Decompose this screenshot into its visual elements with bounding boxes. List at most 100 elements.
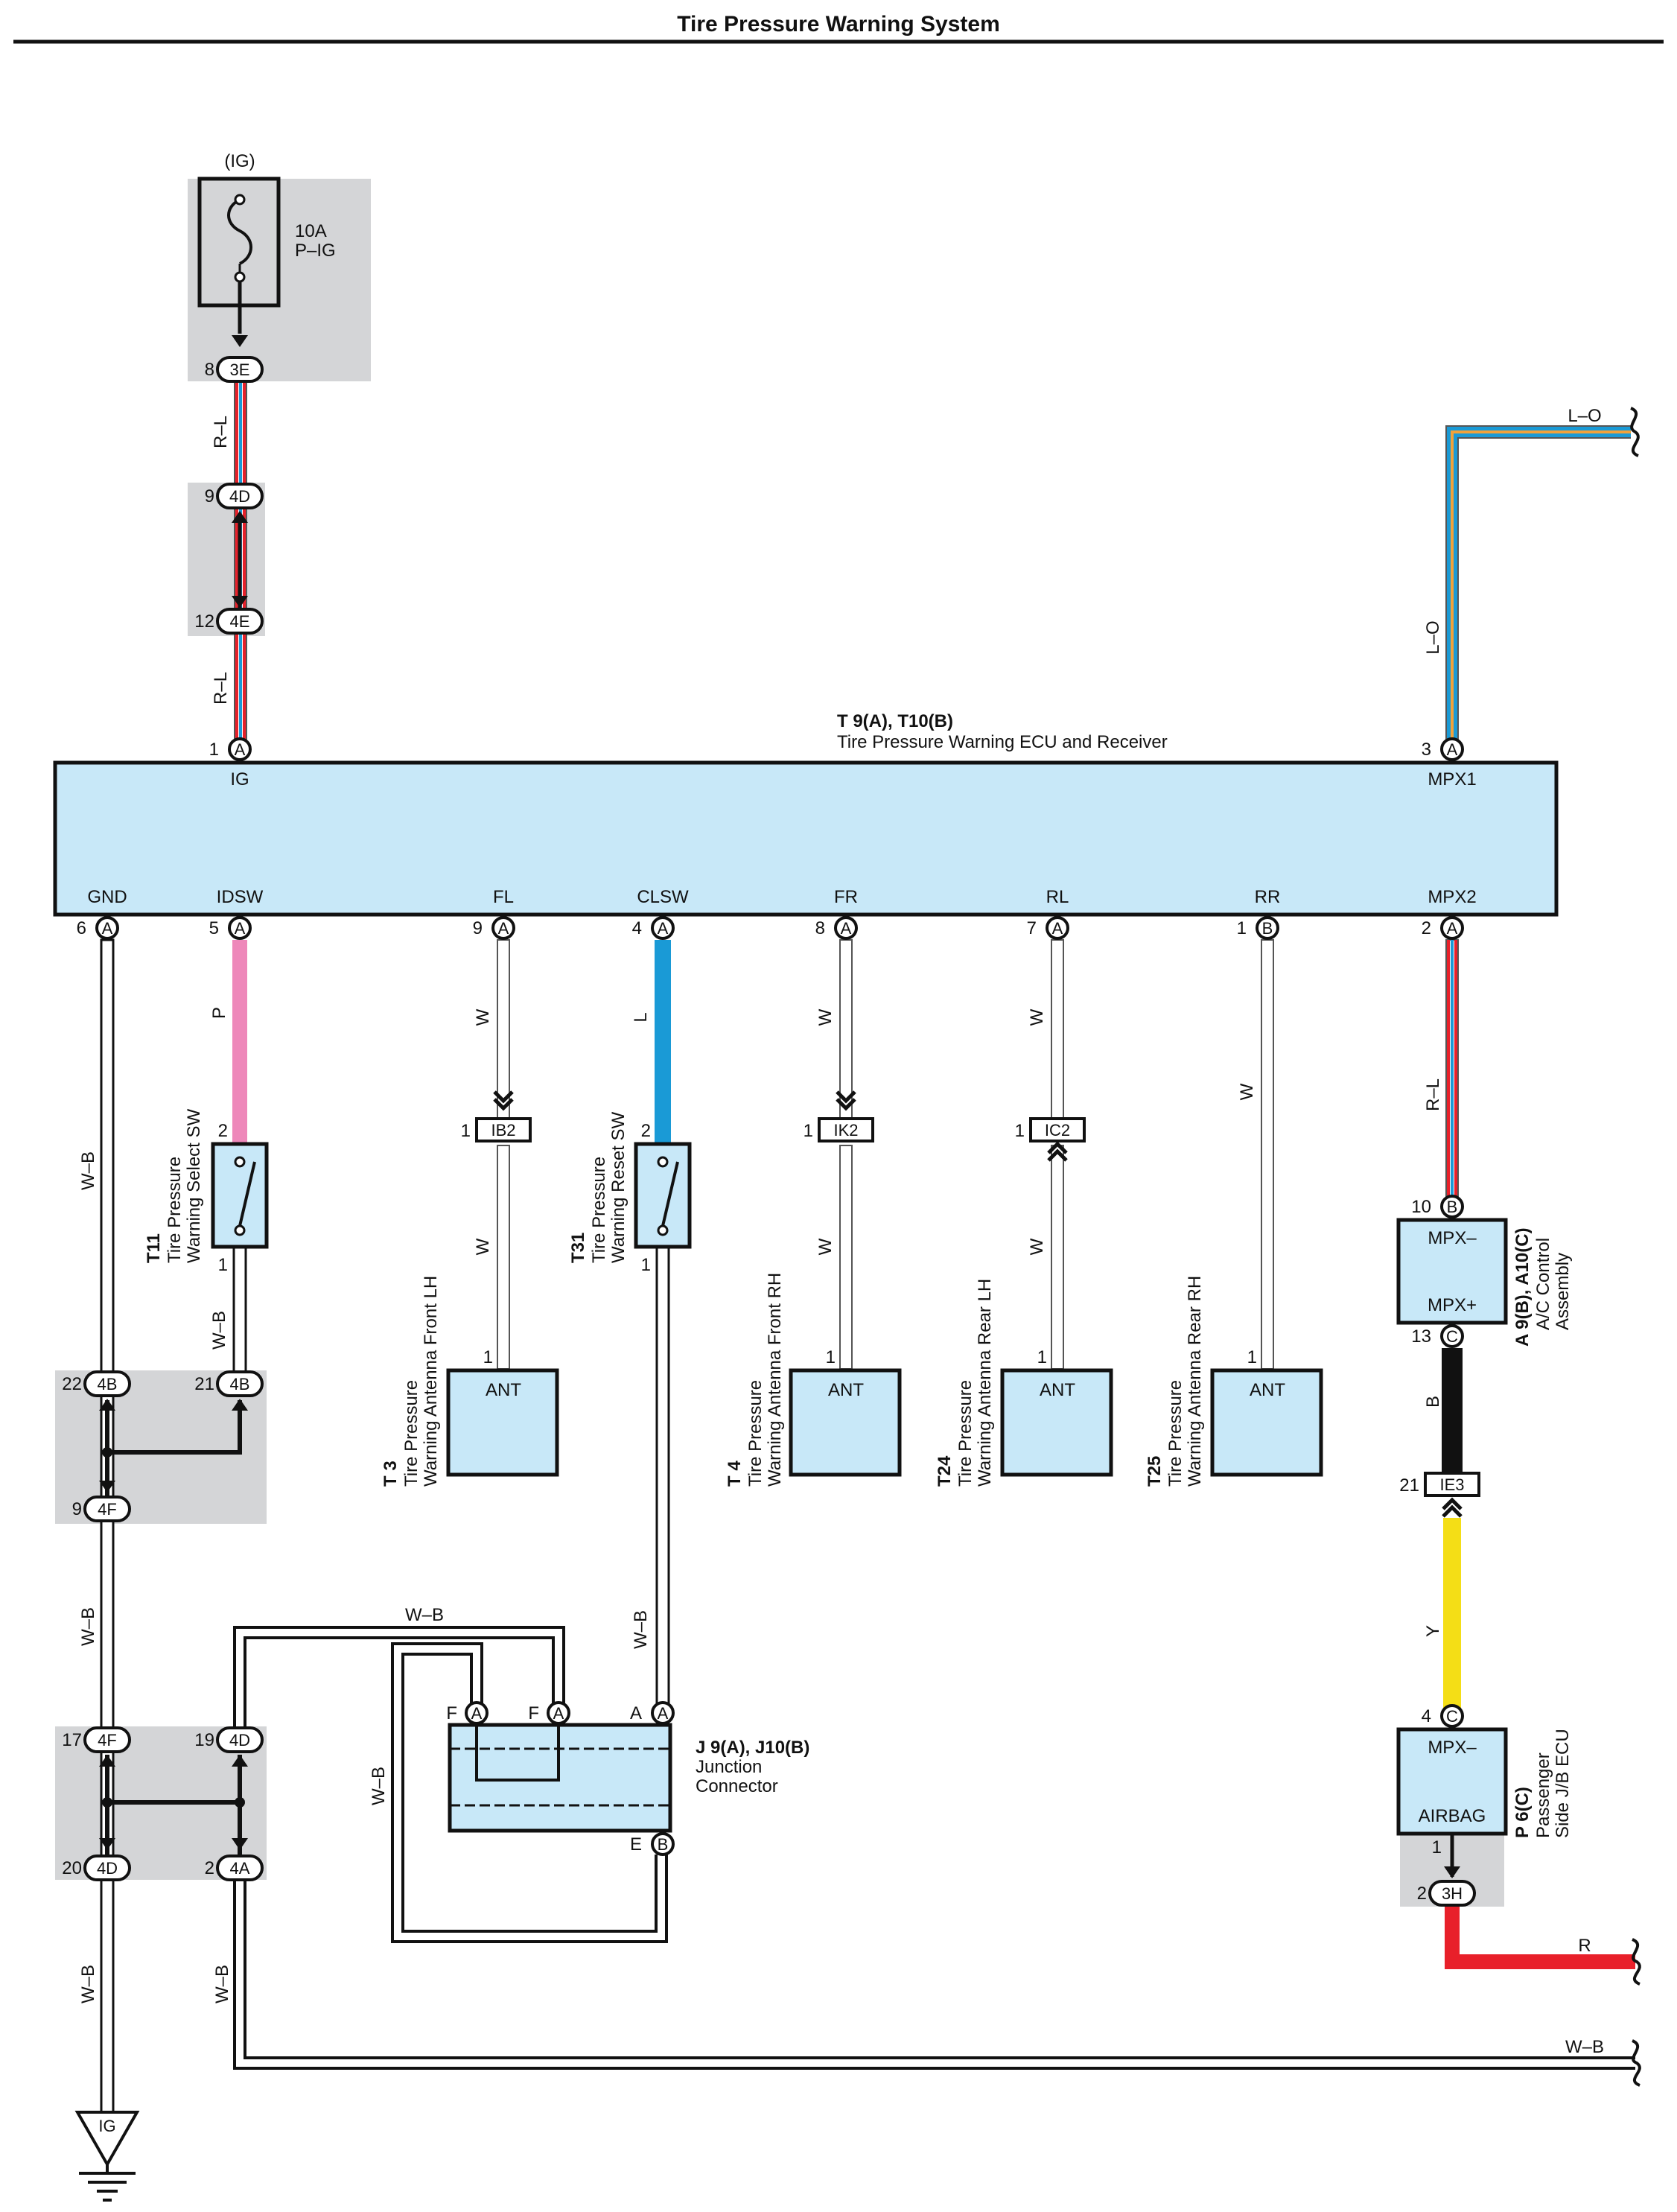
antenna-t24-line2: Warning Antenna Rear LH [975, 1279, 995, 1487]
svg-text:A: A [102, 919, 113, 938]
switch-t11-line2: Warning Select SW [184, 1108, 204, 1263]
switch-t31-id: T31 [568, 1233, 588, 1263]
fuse-element-icon [227, 198, 252, 265]
junction-connector-j9: F A F A A A E B [446, 1701, 675, 1856]
wire-label-w-b-loop-side: W–B [369, 1767, 389, 1805]
svg-text:4E: 4E [230, 612, 250, 631]
wire-label-p: P [209, 1007, 229, 1019]
svg-text:A: A [498, 919, 509, 938]
connector-ic2: 1 IC2 [1015, 1117, 1086, 1160]
svg-text:3E: 3E [230, 360, 250, 379]
ecu-pin-3-mpx1: 3 A [1422, 737, 1464, 761]
svg-text:2: 2 [641, 1121, 651, 1141]
wire-break-icon [1630, 407, 1640, 457]
junction-4d-top: 9 4D [205, 483, 264, 509]
fuse-circuit-label: (IG) [224, 151, 255, 171]
svg-text:FL: FL [493, 887, 514, 907]
ecu-pin-clsw: CLSW 4 A [632, 887, 689, 940]
wire-label-w-rl: W [1027, 1008, 1047, 1026]
wire-label-w-rl-2: W [1027, 1238, 1047, 1255]
antenna-t3: 1 ANT [446, 1347, 559, 1477]
antenna-t25-line1: Tire Pressure [1165, 1380, 1186, 1487]
connector-ik2: 1 IK2 [804, 1092, 874, 1142]
svg-text:A: A [1052, 919, 1063, 938]
junction-3e: 8 3E [205, 356, 264, 383]
svg-text:A: A [1447, 740, 1458, 759]
wire-w-fl-ant [497, 1145, 510, 1370]
svg-text:AIRBAG: AIRBAG [1419, 1806, 1486, 1826]
svg-text:3H: 3H [1442, 1884, 1463, 1903]
svg-text:MPX2: MPX2 [1428, 887, 1476, 907]
jb-line2: Side J/B ECU [1553, 1729, 1573, 1838]
svg-text:ANT: ANT [1250, 1380, 1285, 1400]
ecu-pin-idsw: IDSW 5 A [209, 887, 264, 940]
wire-r-l-mpx2 [1445, 939, 1459, 1201]
svg-text:10: 10 [1411, 1197, 1431, 1217]
svg-text:12: 12 [194, 611, 214, 632]
svg-text:A: A [658, 919, 669, 938]
svg-text:19: 19 [194, 1730, 214, 1750]
svg-text:A: A [630, 1703, 642, 1723]
wire-label-w-fl-2: W [473, 1238, 493, 1255]
junction-connector-id: J 9(A), J10(B) [696, 1738, 809, 1758]
wire-y [1443, 1518, 1461, 1713]
junction-4f-a: 9 4F [72, 1496, 131, 1522]
wire-l-o-mpx1 [1445, 425, 1631, 748]
wire-label-r-l-2: R–L [211, 672, 231, 705]
wire-w-b-4b-bridge [107, 1400, 242, 1455]
antenna-t3-line2: Warning Antenna Front LH [421, 1276, 441, 1487]
antenna-t24-id: T24 [935, 1455, 955, 1487]
svg-text:4A: 4A [230, 1859, 250, 1878]
svg-text:B: B [1447, 1198, 1458, 1216]
junction-connector-line2: Connector [696, 1776, 778, 1796]
svg-text:F: F [528, 1703, 539, 1723]
wire-w-b-t11 [232, 1238, 247, 1379]
svg-text:A: A [235, 740, 246, 759]
svg-text:4B: 4B [98, 1375, 118, 1393]
wire-l-clsw [655, 940, 671, 1145]
antenna-t25-id: T25 [1145, 1456, 1165, 1487]
ecu-pin-rr: RR 1 B [1237, 887, 1280, 940]
svg-text:A: A [658, 1704, 669, 1723]
svg-text:IK2: IK2 [833, 1121, 858, 1140]
svg-text:1: 1 [826, 1347, 836, 1367]
svg-text:21: 21 [1399, 1475, 1419, 1496]
svg-text:22: 22 [62, 1374, 82, 1394]
svg-text:1: 1 [218, 1255, 228, 1275]
svg-text:4F: 4F [98, 1500, 117, 1519]
svg-text:17: 17 [62, 1730, 82, 1750]
svg-text:1: 1 [461, 1121, 471, 1141]
svg-text:8: 8 [205, 360, 214, 380]
svg-text:9: 9 [473, 918, 483, 938]
ecu-pin-rl: RL 7 A [1027, 887, 1069, 940]
fuse-rating: 10A [295, 221, 327, 241]
wire-label-l: L [631, 1012, 651, 1022]
junction-4e: 12 4E [194, 608, 264, 635]
svg-text:MPX–: MPX– [1428, 1228, 1477, 1248]
ac-control-assembly: 10 B MPX– MPX+ 13 C [1396, 1195, 1508, 1348]
wire-label-b: B [1423, 1396, 1443, 1408]
svg-text:FR: FR [834, 887, 858, 907]
antenna-t4-line2: Warning Antenna Front RH [765, 1273, 785, 1487]
switch-t11: 2 1 [211, 1121, 269, 1275]
ecu-pin-label-ig: IG [230, 769, 249, 789]
wire-label-w-b-t31: W–B [631, 1610, 651, 1649]
svg-text:ANT: ANT [486, 1380, 521, 1400]
junction-4a: 2 4A [205, 1855, 264, 1881]
svg-text:4D: 4D [229, 487, 250, 506]
wire-break-wb-icon [1632, 2039, 1641, 2087]
junction-4b-left: 22 4B [62, 1370, 131, 1397]
antenna-t25-line2: Warning Antenna Rear RH [1185, 1276, 1205, 1487]
antenna-t3-id: T 3 [381, 1461, 401, 1487]
wire-label-r-l-mpx2: R–L [1423, 1078, 1443, 1111]
svg-text:1: 1 [804, 1121, 813, 1141]
svg-text:C: C [1446, 1327, 1458, 1346]
wire-label-w-b-t11: W–B [209, 1311, 229, 1350]
connector-ib2: 1 IB2 [461, 1092, 532, 1142]
wire-label-w-rr: W [1237, 1083, 1257, 1100]
wire-label-w-fr-2: W [815, 1238, 836, 1255]
svg-text:9: 9 [205, 486, 214, 506]
svg-text:MPX+: MPX+ [1428, 1295, 1477, 1315]
junction-connector-line1: Junction [696, 1757, 762, 1777]
svg-text:A: A [471, 1704, 483, 1723]
